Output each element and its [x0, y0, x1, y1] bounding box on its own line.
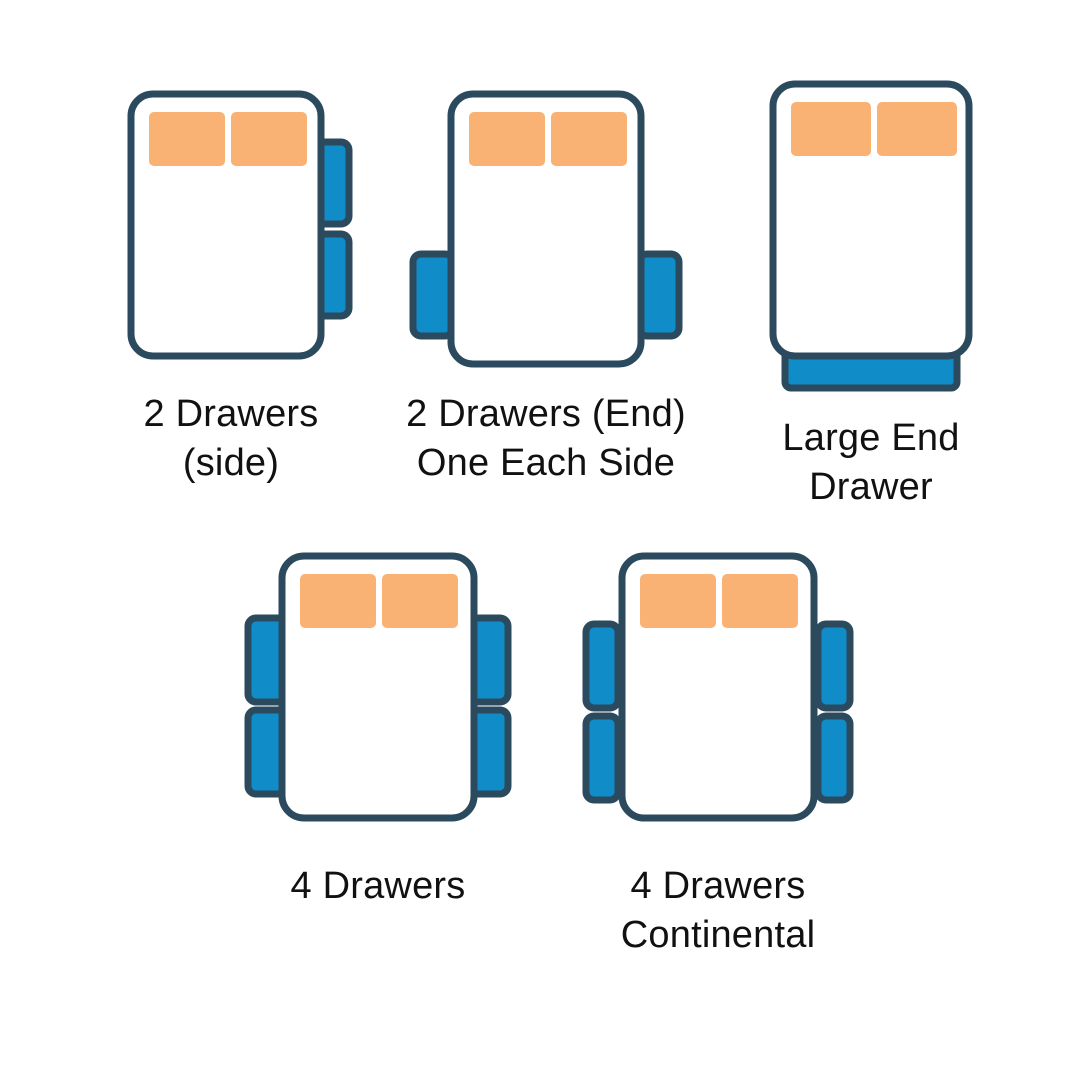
- drawer-1: [409, 250, 457, 340]
- bed-option-two-drawers-side[interactable]: 2 Drawers (side): [96, 86, 366, 487]
- pillow-2: [382, 574, 458, 628]
- bed-diagram-two-drawers-side: [127, 90, 353, 360]
- bed-diagram-two-drawers-end-one-each-side: [409, 90, 683, 368]
- bed-option-label: Large End Drawer: [782, 417, 960, 508]
- drawer-2: [582, 712, 622, 804]
- bed-option-label: 2 Drawers (side): [143, 393, 319, 484]
- drawer-1: [582, 620, 622, 712]
- bed-option-two-drawers-end-one-each-side[interactable]: 2 Drawers (End) One Each Side: [396, 86, 696, 487]
- drawer-3: [814, 620, 854, 712]
- bed-diagram-four-drawers: [244, 552, 512, 822]
- pillow-1: [640, 574, 716, 628]
- bed-option-label: 2 Drawers (End) One Each Side: [406, 393, 686, 484]
- pillow-1: [149, 112, 225, 166]
- pillow-1: [469, 112, 545, 166]
- pillow-2: [551, 112, 627, 166]
- pillow-1: [791, 102, 871, 156]
- pillow-2: [722, 574, 798, 628]
- pillow-2: [231, 112, 307, 166]
- pillow-1: [300, 574, 376, 628]
- bed-option-four-drawers[interactable]: 4 Drawers: [228, 548, 528, 911]
- bed-diagram-large-end-drawer: [769, 80, 973, 392]
- drawer-4: [814, 712, 854, 804]
- bed-diagram-four-drawers-continental: [582, 552, 854, 822]
- drawer-2: [635, 250, 683, 340]
- bed-option-label: 4 Drawers Continental: [620, 865, 816, 956]
- bed-option-label: 4 Drawers: [290, 865, 466, 907]
- pillow-2: [877, 102, 957, 156]
- bed-option-large-end-drawer[interactable]: Large End Drawer: [736, 76, 1006, 511]
- bed-option-four-drawers-continental[interactable]: 4 Drawers Continental: [568, 548, 868, 959]
